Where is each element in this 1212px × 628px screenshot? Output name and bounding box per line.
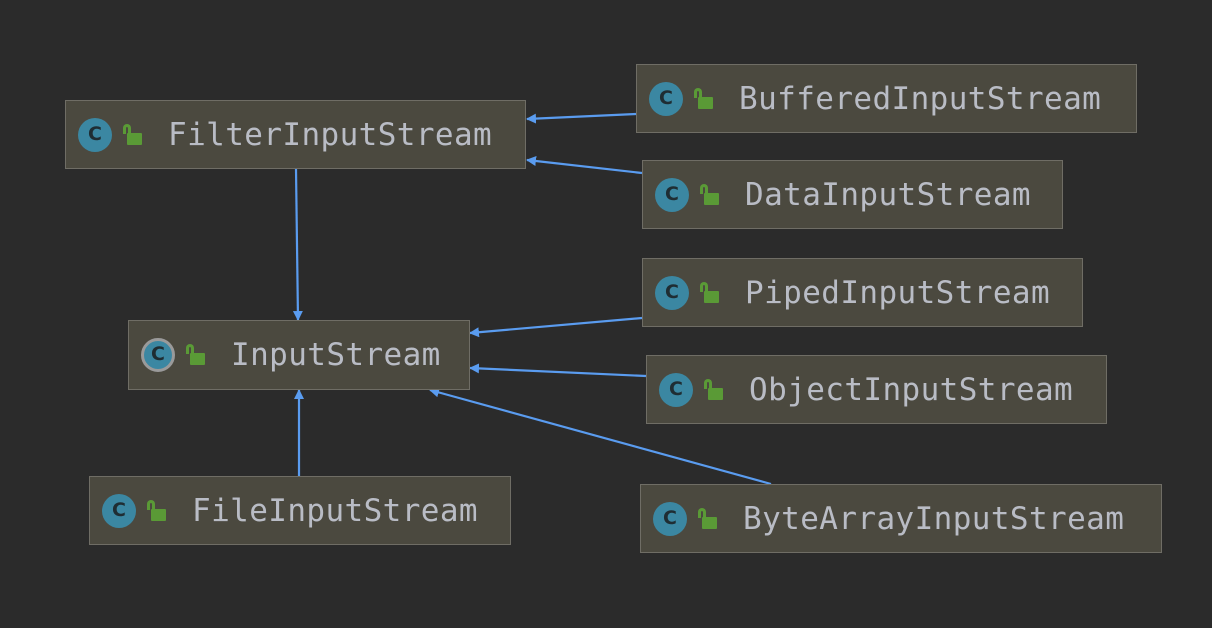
class-name: InputStream bbox=[231, 337, 441, 373]
public-unlocked-icon bbox=[693, 87, 715, 111]
class-node-pipedinputstream[interactable]: C PipedInputStream bbox=[642, 258, 1083, 327]
public-unlocked-icon bbox=[697, 507, 719, 531]
class-name: ByteArrayInputStream bbox=[743, 500, 1125, 537]
public-unlocked-icon bbox=[699, 183, 721, 207]
public-unlocked-icon bbox=[122, 123, 144, 147]
edge-object-to-input bbox=[469, 363, 647, 378]
public-unlocked-icon bbox=[699, 281, 721, 305]
class-node-bufferedinputstream[interactable]: C BufferedInputStream bbox=[636, 64, 1137, 133]
class-name: BufferedInputStream bbox=[739, 80, 1102, 117]
class-name: FilterInputStream bbox=[168, 116, 493, 153]
class-node-objectinputstream[interactable]: C ObjectInputStream bbox=[646, 355, 1107, 424]
edge-buffered-to-filter bbox=[526, 112, 637, 124]
class-node-fileinputstream[interactable]: C FileInputStream bbox=[89, 476, 511, 545]
class-c-icon: C bbox=[649, 81, 683, 116]
class-name: FileInputStream bbox=[192, 492, 478, 529]
edge-piped-to-input bbox=[469, 316, 643, 338]
edge-bytearray-to-input bbox=[429, 387, 772, 486]
class-c-icon: C bbox=[655, 177, 689, 212]
class-node-datainputstream[interactable]: C DataInputStream bbox=[642, 160, 1063, 229]
class-name: ObjectInputStream bbox=[749, 371, 1074, 408]
class-c-icon: C bbox=[653, 501, 687, 536]
class-name: DataInputStream bbox=[745, 176, 1031, 213]
edge-data-to-filter bbox=[526, 156, 643, 175]
class-node-bytearrayinputstream[interactable]: C ByteArrayInputStream bbox=[640, 484, 1162, 553]
public-unlocked-icon bbox=[185, 343, 207, 367]
class-c-icon: C bbox=[659, 372, 693, 407]
class-node-filterinputstream[interactable]: C FilterInputStream bbox=[65, 100, 526, 169]
class-c-icon: C bbox=[78, 117, 112, 152]
class-node-inputstream[interactable]: C InputStream bbox=[128, 320, 470, 390]
public-unlocked-icon bbox=[146, 499, 168, 523]
class-name: PipedInputStream bbox=[745, 274, 1051, 311]
edge-filter-to-input bbox=[292, 168, 303, 321]
class-c-icon: C bbox=[655, 275, 689, 310]
abstract-class-c-icon: C bbox=[141, 338, 175, 372]
public-unlocked-icon bbox=[703, 378, 725, 402]
class-c-icon: C bbox=[102, 493, 136, 528]
